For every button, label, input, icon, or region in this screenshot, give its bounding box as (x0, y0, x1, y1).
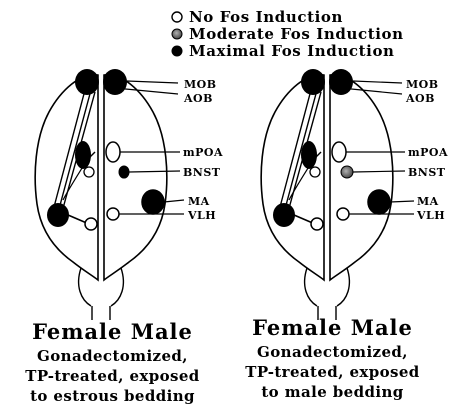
bnst-region (119, 166, 129, 178)
legend-moderate-label: Moderate Fos Induction (189, 25, 404, 43)
mpoa-region (106, 142, 120, 162)
label-aob-right: AOB (405, 92, 435, 105)
label-bnst-left: BNST (183, 166, 221, 179)
caption-right-line-2: TP-treated, exposed (225, 362, 440, 382)
label-aob-left: AOB (183, 92, 213, 105)
legend: No Fos Induction Moderate Fos Induction … (172, 8, 404, 60)
label-bnst-right: BNST (408, 166, 446, 179)
caption-left: Female Male Gonadectomized, TP-treated, … (0, 318, 225, 406)
brain-diagram-left (35, 69, 167, 320)
legend-none-marker (172, 12, 182, 22)
label-ma-left: MA (188, 195, 210, 208)
legend-maximal-label: Maximal Fos Induction (189, 42, 395, 60)
label-mpoa-right: mPOA (408, 146, 448, 159)
caption-right-line-1: Gonadectomized, (225, 342, 440, 362)
label-vlh-left: VLH (187, 209, 216, 222)
brain-diagram-right (261, 69, 393, 320)
label-mob-right: MOB (406, 78, 439, 91)
caption-left-line-1: Gonadectomized, (0, 346, 225, 366)
vlh-region (107, 208, 119, 220)
vlh-region (337, 208, 349, 220)
ma-region (368, 190, 390, 214)
caption-right: Female Male Gonadectomized, TP-treated, … (225, 314, 440, 402)
legend-maximal-marker (172, 46, 183, 57)
label-mpoa-left: mPOA (183, 146, 223, 159)
mpoa-region (332, 142, 346, 162)
label-ma-right: MA (417, 195, 439, 208)
legend-none-label: No Fos Induction (189, 8, 343, 26)
caption-left-title: Female Male (0, 318, 225, 346)
caption-left-line-3: to estrous bedding (0, 386, 225, 406)
label-vlh-right: VLH (416, 209, 445, 222)
caption-left-line-2: TP-treated, exposed (0, 366, 225, 386)
legend-moderate-marker (172, 29, 182, 39)
caption-right-title: Female Male (225, 314, 440, 342)
caption-right-line-3: to male bedding (225, 382, 440, 402)
ma-region (142, 190, 164, 214)
label-mob-left: MOB (184, 78, 217, 91)
